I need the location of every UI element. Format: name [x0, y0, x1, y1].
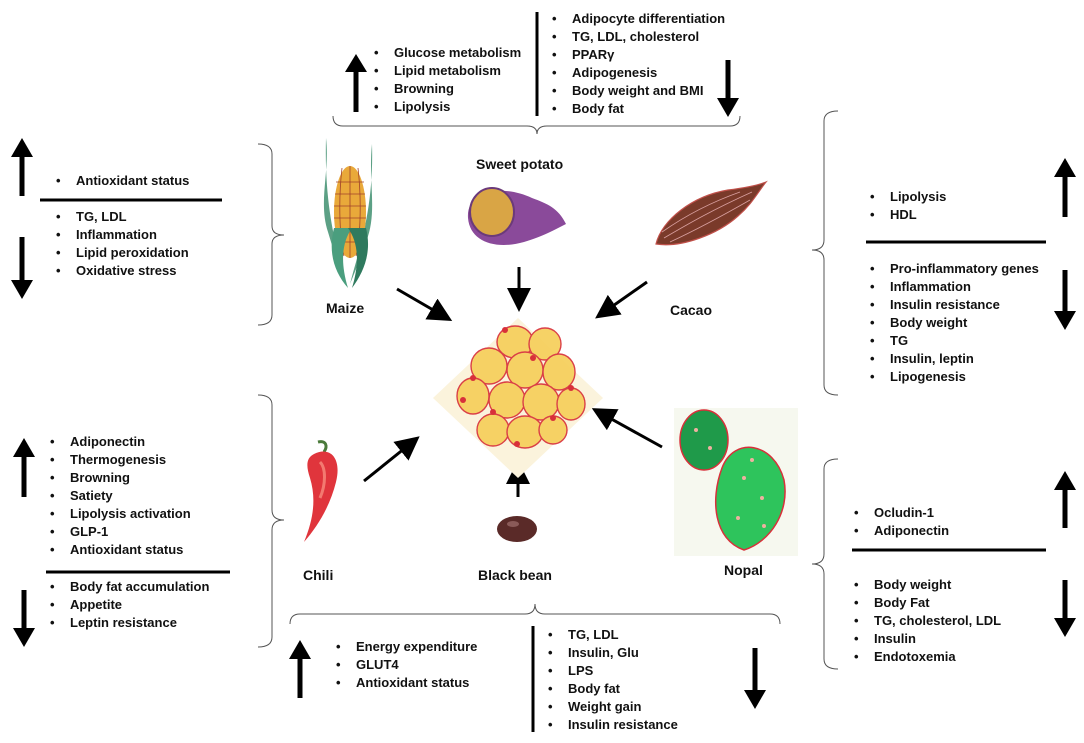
- chili-bracket: [257, 394, 285, 648]
- black-bean-up-arrow: [289, 640, 311, 698]
- cacao-increase-list: Lipolysis HDL: [866, 188, 946, 224]
- list-item: Browning: [370, 80, 521, 98]
- chili-decrease-list: Body fat accumulation Appetite Leptin re…: [46, 578, 209, 632]
- list-item: Insulin resistance: [866, 296, 1039, 314]
- list-item: Body weight: [850, 576, 1001, 594]
- sweet-potato-label: Sweet potato: [476, 156, 564, 172]
- nopal-illustration: [674, 408, 798, 556]
- list-item: Antioxidant status: [52, 172, 189, 190]
- list-item: GLUT4: [332, 656, 477, 674]
- list-item: Leptin resistance: [46, 614, 209, 632]
- list-item: Body Fat: [850, 594, 1001, 612]
- chili-illustration: [304, 440, 338, 542]
- list-item: Endotoxemia: [850, 648, 1001, 666]
- list-item: TG, LDL, cholesterol: [548, 28, 725, 46]
- sweet-potato-decrease-list: Adipocyte differentiation TG, LDL, chole…: [548, 10, 725, 118]
- black-bean-illustration: [497, 516, 537, 542]
- cacao-label: Cacao: [670, 302, 713, 318]
- black-bean-decrease-list: TG, LDL Insulin, Glu LPS Body fat Weight…: [544, 626, 678, 734]
- sweet-potato-increase-list: Glucose metabolism Lipid metabolism Brow…: [370, 44, 521, 116]
- chili-label: Chili: [303, 567, 334, 583]
- list-item: Inflammation: [52, 226, 189, 244]
- nopal-decrease-list: Body weight Body Fat TG, cholesterol, LD…: [850, 576, 1001, 666]
- maize-decrease-list: TG, LDL Inflammation Lipid peroxidation …: [52, 208, 189, 280]
- nopal-to-adipocyte-arrow: [591, 408, 663, 449]
- list-item: GLP-1: [46, 523, 191, 541]
- nopal-down-arrow: [1054, 580, 1076, 637]
- nopal-up-arrow: [1054, 471, 1076, 528]
- list-item: Adipocyte differentiation: [548, 10, 725, 28]
- list-item: Lipolysis: [370, 98, 521, 116]
- nopal-bracket: [811, 458, 839, 670]
- maize-up-arrow: [11, 138, 33, 196]
- cacao-decrease-list: Pro-inflammatory genes Inflammation Insu…: [866, 260, 1039, 386]
- sweet-potato-illustration: [467, 187, 566, 245]
- chili-increase-list: Adiponectin Thermogenesis Browning Satie…: [46, 433, 191, 559]
- chili-to-adipocyte-arrow: [363, 436, 420, 483]
- nopal-increase-list: Ocludin-1 Adiponectin: [850, 504, 949, 540]
- list-item: Thermogenesis: [46, 451, 191, 469]
- list-item: Antioxidant status: [332, 674, 477, 692]
- list-item: Weight gain: [544, 698, 678, 716]
- list-item: Insulin: [850, 630, 1001, 648]
- cacao-to-adipocyte-arrow: [595, 280, 648, 319]
- list-item: Lipolysis: [866, 188, 946, 206]
- maize-down-arrow: [11, 237, 33, 299]
- list-item: Lipid peroxidation: [52, 244, 189, 262]
- list-item: Glucose metabolism: [370, 44, 521, 62]
- chili-down-arrow: [13, 590, 35, 647]
- maize-increase-list: Antioxidant status: [52, 172, 189, 190]
- list-item: TG, cholesterol, LDL: [850, 612, 1001, 630]
- list-item: HDL: [866, 206, 946, 224]
- adipocyte-cluster: [433, 318, 603, 478]
- list-item: Insulin, leptin: [866, 350, 1039, 368]
- list-item: Adiponectin: [850, 522, 949, 540]
- sweet-potato-up-arrow: [345, 54, 367, 112]
- list-item: Body weight: [866, 314, 1039, 332]
- list-item: LPS: [544, 662, 678, 680]
- list-item: Pro-inflammatory genes: [866, 260, 1039, 278]
- list-item: Insulin, Glu: [544, 644, 678, 662]
- maize-illustration: [323, 138, 373, 288]
- list-item: Adipogenesis: [548, 64, 725, 82]
- list-item: Browning: [46, 469, 191, 487]
- list-item: Body fat: [544, 680, 678, 698]
- list-item: Oxidative stress: [52, 262, 189, 280]
- list-item: Body fat accumulation: [46, 578, 209, 596]
- list-item: Lipolysis activation: [46, 505, 191, 523]
- black-bean-down-arrow: [744, 648, 766, 709]
- black-bean-bracket: [289, 603, 781, 625]
- list-item: Ocludin-1: [850, 504, 949, 522]
- black-bean-label: Black bean: [478, 567, 552, 583]
- list-item: Inflammation: [866, 278, 1039, 296]
- list-item: Lipid metabolism: [370, 62, 521, 80]
- sweet-potato-bracket: [332, 115, 741, 135]
- list-item: PPARγ: [548, 46, 725, 64]
- list-item: Lipogenesis: [866, 368, 1039, 386]
- list-item: Antioxidant status: [46, 541, 191, 559]
- maize-label: Maize: [326, 300, 365, 316]
- list-item: Energy expenditure: [332, 638, 477, 656]
- list-item: Satiety: [46, 487, 191, 505]
- list-item: Body fat: [548, 100, 725, 118]
- list-item: Adiponectin: [46, 433, 191, 451]
- list-item: TG, LDL: [52, 208, 189, 226]
- list-item: Insulin resistance: [544, 716, 678, 734]
- list-item: TG, LDL: [544, 626, 678, 644]
- maize-bracket: [257, 143, 285, 326]
- cacao-down-arrow: [1054, 270, 1076, 330]
- list-item: Appetite: [46, 596, 209, 614]
- list-item: TG: [866, 332, 1039, 350]
- cacao-bracket: [811, 110, 839, 396]
- chili-up-arrow: [13, 438, 35, 497]
- list-item: Body weight and BMI: [548, 82, 725, 100]
- black-bean-increase-list: Energy expenditure GLUT4 Antioxidant sta…: [332, 638, 477, 692]
- maize-to-adipocyte-arrow: [396, 287, 453, 322]
- nopal-label: Nopal: [724, 562, 763, 578]
- cacao-illustration: [655, 180, 768, 246]
- cacao-up-arrow: [1054, 158, 1076, 217]
